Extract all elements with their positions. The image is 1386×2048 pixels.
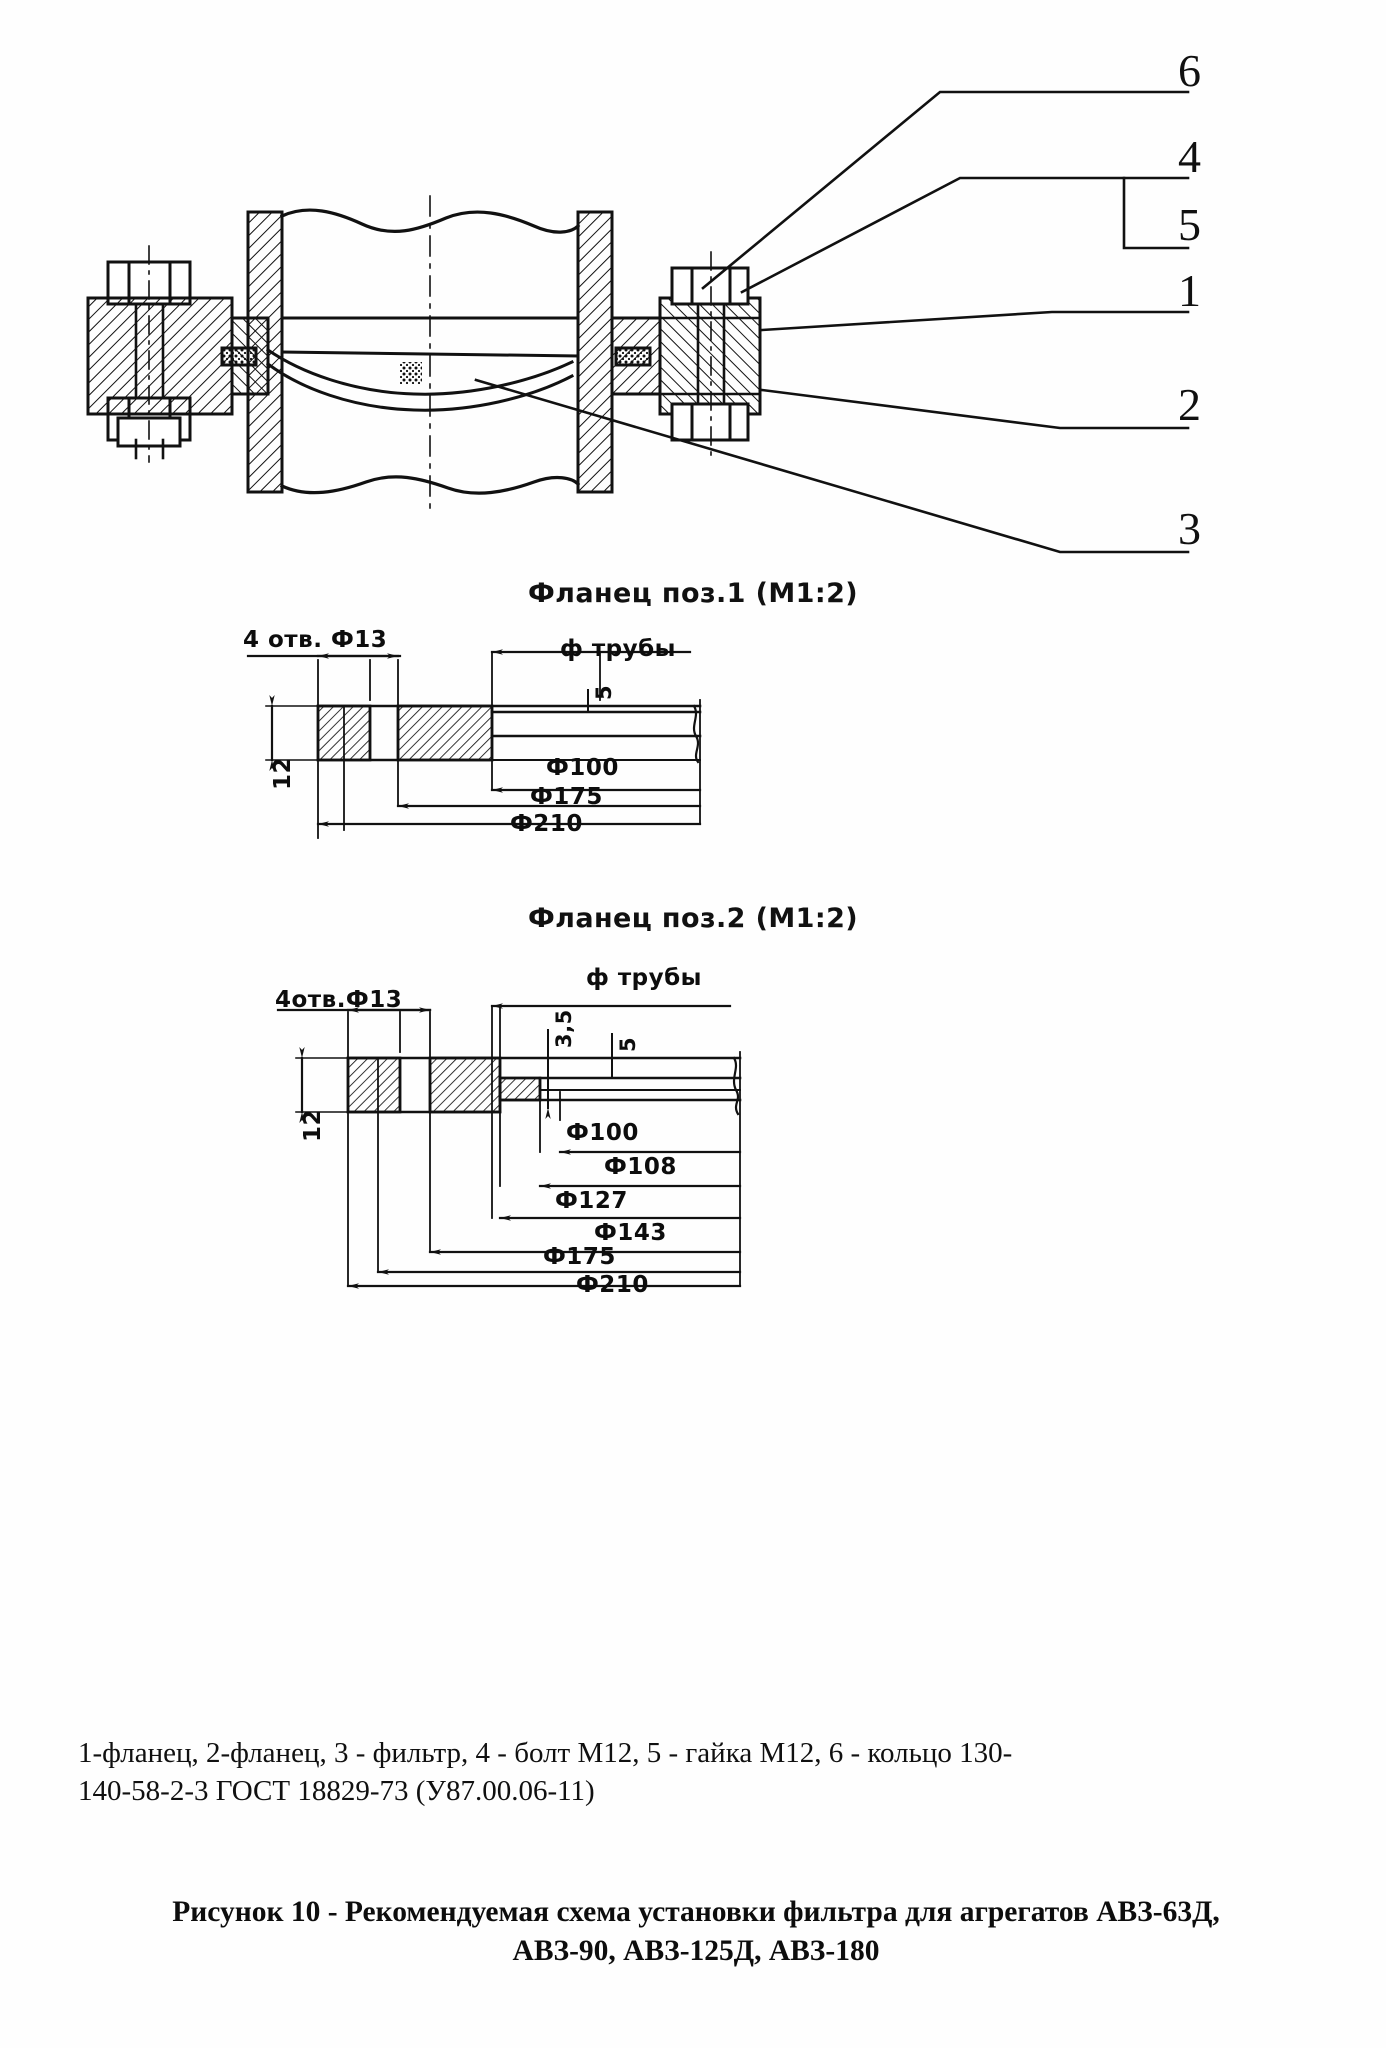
flange2-thickness: 12	[300, 1108, 326, 1142]
flange2-dim-108: Ф108	[604, 1154, 677, 1180]
callout-5: 5	[1178, 199, 1201, 250]
legend-line-1: 1-фланец, 2-фланец, 3 - фильтр, 4 - болт…	[78, 1737, 1013, 1769]
flange1-dim-210: Ф210	[510, 811, 583, 837]
flange1-wall: 5	[592, 684, 616, 700]
callout-3: 3	[1178, 503, 1201, 554]
callout-4: 4	[1178, 131, 1201, 182]
flange2-title: Фланец поз.2 (М1:2)	[0, 903, 1386, 934]
flange1-pipe-label: ф трубы	[560, 636, 676, 662]
flange1-dim-100: Ф100	[546, 755, 619, 781]
flange2-dim-100: Ф100	[566, 1120, 639, 1146]
flange2-dim-210: Ф210	[576, 1272, 649, 1298]
callout-1: 1	[1178, 265, 1201, 316]
callout-6: 6	[1178, 45, 1201, 96]
legend-line-2: 140-58-2-3 ГОСТ 18829-73 (У87.00.06-11)	[78, 1774, 595, 1807]
flange2-title-text: Фланец поз.2 (М1:2)	[527, 903, 858, 934]
flange2-dim-127: Ф127	[555, 1188, 628, 1214]
flange2-dim-143: Ф143	[594, 1220, 667, 1246]
flange2-wall: 5	[616, 1036, 640, 1052]
parts-legend: 1-фланец, 2-фланец, 3 - фильтр, 4 - болт…	[78, 1735, 1308, 1810]
flange2-step: 3,5	[552, 1009, 576, 1048]
flange2-pipe-label: ф трубы	[586, 965, 702, 991]
flange1-holes-note: 4 отв. Ф13	[243, 627, 388, 653]
flange1-thickness: 12	[270, 756, 296, 790]
flange1-dim-175: Ф175	[530, 784, 603, 810]
callout-2: 2	[1178, 379, 1201, 430]
flange2-holes-note: 4отв.Ф13	[275, 987, 403, 1013]
flange1-title-text: Фланец поз.1 (М1:2)	[527, 578, 858, 609]
caption-line-1: Рисунок 10 - Рекомендуемая схема установ…	[172, 1896, 1220, 1928]
flange1-title: Фланец поз.1 (М1:2)	[0, 578, 1386, 609]
flange2-dim-175: Ф175	[543, 1244, 616, 1270]
figure-caption: Рисунок 10 - Рекомендуемая схема установ…	[28, 1893, 1364, 1971]
caption-line-2: АВЗ-90, АВЗ-125Д, АВЗ-180	[512, 1934, 880, 1967]
